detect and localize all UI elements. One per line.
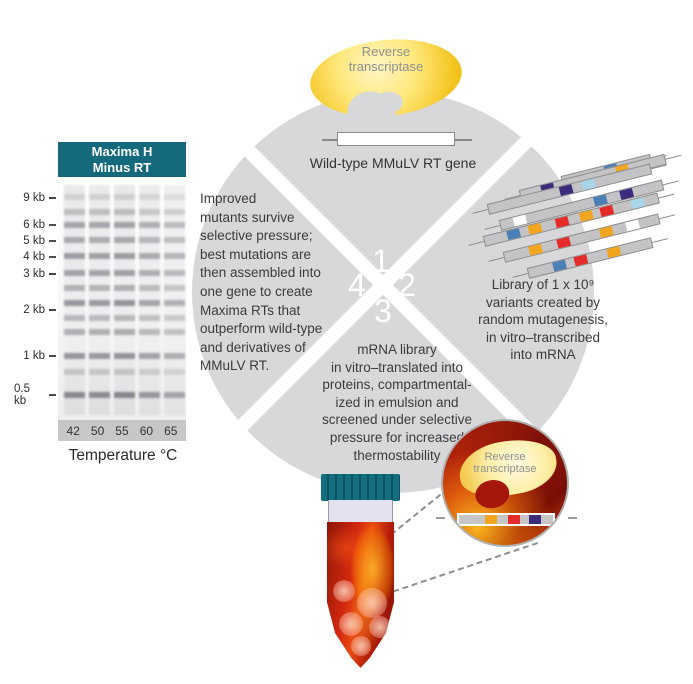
wildtype-gene-label: Wild-type MMuLV RT gene [309,155,477,171]
droplet-zoom-callout: Reverse transcriptase [441,419,569,547]
marker-tick [49,394,56,396]
step-number-4: 4 [348,267,366,303]
callout-protein-label: Reverse transcriptase [473,451,537,475]
emulsion-droplet [333,580,355,602]
emulsion-droplet [339,612,363,636]
marker-tick [49,273,56,275]
gel-lane [164,177,185,420]
mutation-block [485,515,498,524]
gel-image [58,177,186,420]
marker-row: 9 kb [14,192,56,204]
mutation-block [624,219,640,232]
mutation-block [552,259,568,272]
marker-label: 4 kb [23,251,45,263]
mutation-block [573,254,588,267]
gel-lane [64,177,85,420]
lane-number: 55 [115,423,129,438]
mutation-block [630,197,646,210]
marker-tick [49,256,56,258]
gel-lane [139,177,160,420]
marker-tick [49,355,56,357]
mutation-block [558,184,574,196]
callout-tick [436,517,445,519]
step3-description: mRNA library in vitro–translated into pr… [321,342,473,463]
marker-label: 6 kb [23,219,45,231]
step2-description: Library of 1 x 10⁹ variants created by r… [478,277,608,363]
marker-label: 1 kb [23,350,45,362]
marker-label: 0.5 kb [14,383,30,407]
wildtype-gene-bar [337,132,455,146]
marker-row: 3 kb [14,268,56,280]
marker-tick [49,224,56,226]
gel-x-axis-label: Temperature °C [68,447,178,464]
mutation-block [556,236,571,249]
marker-label: 2 kb [23,304,45,316]
lane-number: 60 [139,423,154,438]
marker-row: 6 kb [14,219,56,231]
tube-cap [321,474,400,501]
lane-number: 42 [66,423,80,438]
emulsion-droplet [357,588,387,618]
cycle-circle: 1 2 3 4 [192,91,594,493]
marker-tick [49,240,56,242]
lane-number: 65 [164,423,178,438]
mutation-block [527,222,542,235]
step-number-2: 2 [398,267,416,303]
tube-neck [328,500,393,524]
marker-row: 4 kb [14,251,56,263]
reverse-transcriptase-label: Reverse transcriptase [348,44,424,74]
mutation-block [578,210,594,222]
gel-lane [89,177,110,420]
emulsion-tube [327,522,394,668]
marker-label: 5 kb [23,235,45,247]
mutation-block [581,178,597,191]
step-number-3: 3 [374,293,392,329]
emulsion-droplet [369,616,391,638]
marker-tick [49,197,56,199]
emulsion-droplet [351,636,371,656]
mutation-block [599,204,615,217]
marker-row: 5 kb [14,235,56,247]
lane-number: 50 [90,423,105,438]
step4-description: Improved mutants survive selective press… [200,191,323,374]
lane-number-strip: 42 50 55 60 65 [58,420,186,441]
mutation-block [554,216,570,228]
marker-label: 9 kb [23,192,45,204]
mutation-block [507,515,520,524]
gene-library-stack-icon [476,153,692,303]
callout-tick [568,517,577,519]
mutation-block [598,226,614,238]
marker-label: 3 kb [23,268,45,280]
marker-tick [49,309,56,311]
gel-lane [114,177,135,420]
marker-row: 2 kb [14,304,56,316]
mutation-block [528,515,541,524]
marker-row: 1 kb [14,350,56,362]
step-number-1: 1 [372,243,390,279]
mutation-block [606,246,621,259]
mutation-block [506,228,522,241]
mutation-block [528,243,544,256]
gel-title: Maxima H Minus RT [58,142,186,177]
marker-row: 0.5 kb [14,383,56,407]
callout-gene-bar [457,513,555,526]
